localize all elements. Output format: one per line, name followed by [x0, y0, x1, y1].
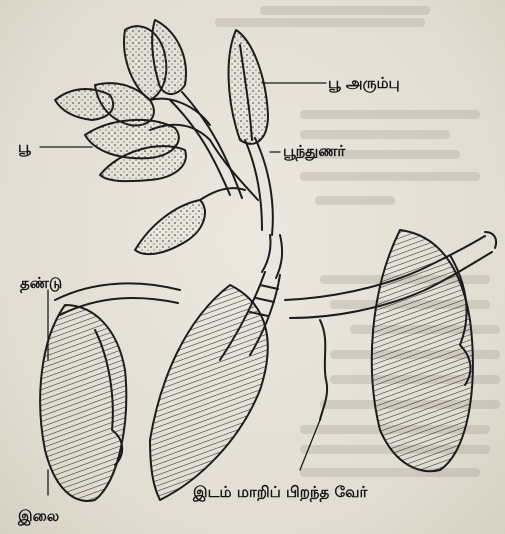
flower-bud — [229, 30, 268, 144]
label-bract: பூந்துணர் — [283, 142, 345, 162]
centre-leaf — [150, 285, 268, 500]
label-stem: தண்டு — [20, 274, 62, 294]
lower-bud — [135, 188, 245, 254]
label-flower: பூ — [18, 138, 31, 158]
upper-flower-cluster — [55, 20, 210, 125]
label-flower-bud: பூ அரும்பு — [328, 74, 400, 94]
label-adventitious-root: இடம் மாறிப் பிறந்த வேர் — [193, 483, 367, 503]
open-flower — [85, 120, 210, 181]
label-leaf: இலை — [18, 507, 59, 527]
right-leaf — [372, 230, 473, 471]
adventitious-root-drawing — [320, 320, 327, 420]
